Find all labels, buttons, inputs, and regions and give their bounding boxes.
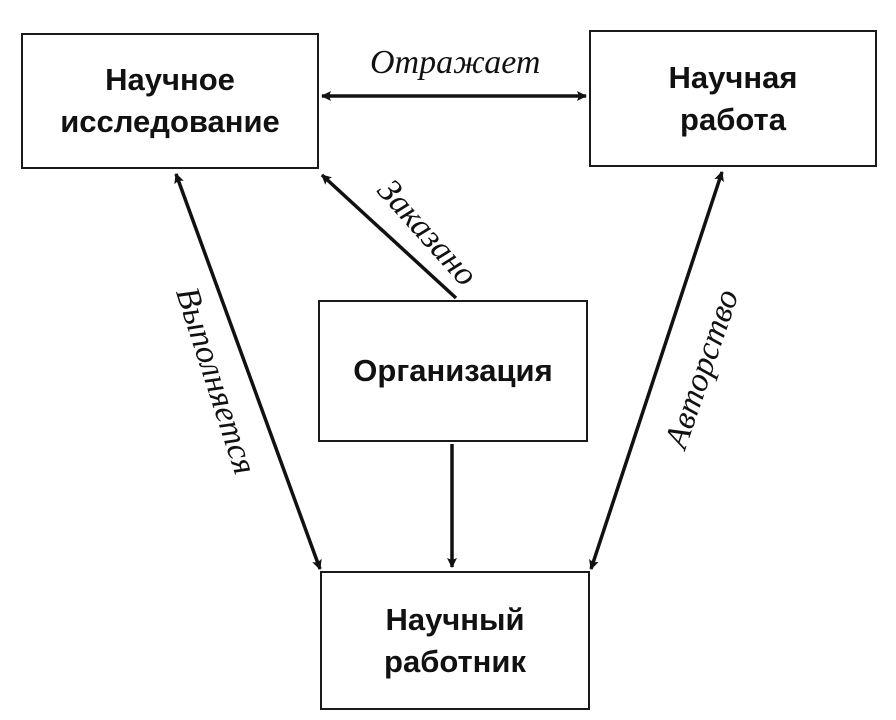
node-scientific-research: Научное исследование: [21, 33, 319, 169]
node-organization: Организация: [318, 300, 588, 442]
node-scientific-research-label: Научное исследование: [60, 62, 280, 139]
node-scientific-worker-label: Научный работник: [384, 601, 526, 679]
edge-authorship-arrow: [589, 171, 724, 570]
edge-ordered-arrow: [320, 173, 458, 300]
node-scientific-worker: Научный работник: [320, 571, 590, 710]
edge-performed-arrow: [174, 173, 322, 570]
node-scientific-work-label: Научная работа: [668, 59, 798, 137]
node-scientific-work: Научная работа: [589, 30, 877, 167]
node-organization-label: Организация: [353, 353, 553, 389]
edge-label-reflects: Отражает: [370, 44, 541, 81]
